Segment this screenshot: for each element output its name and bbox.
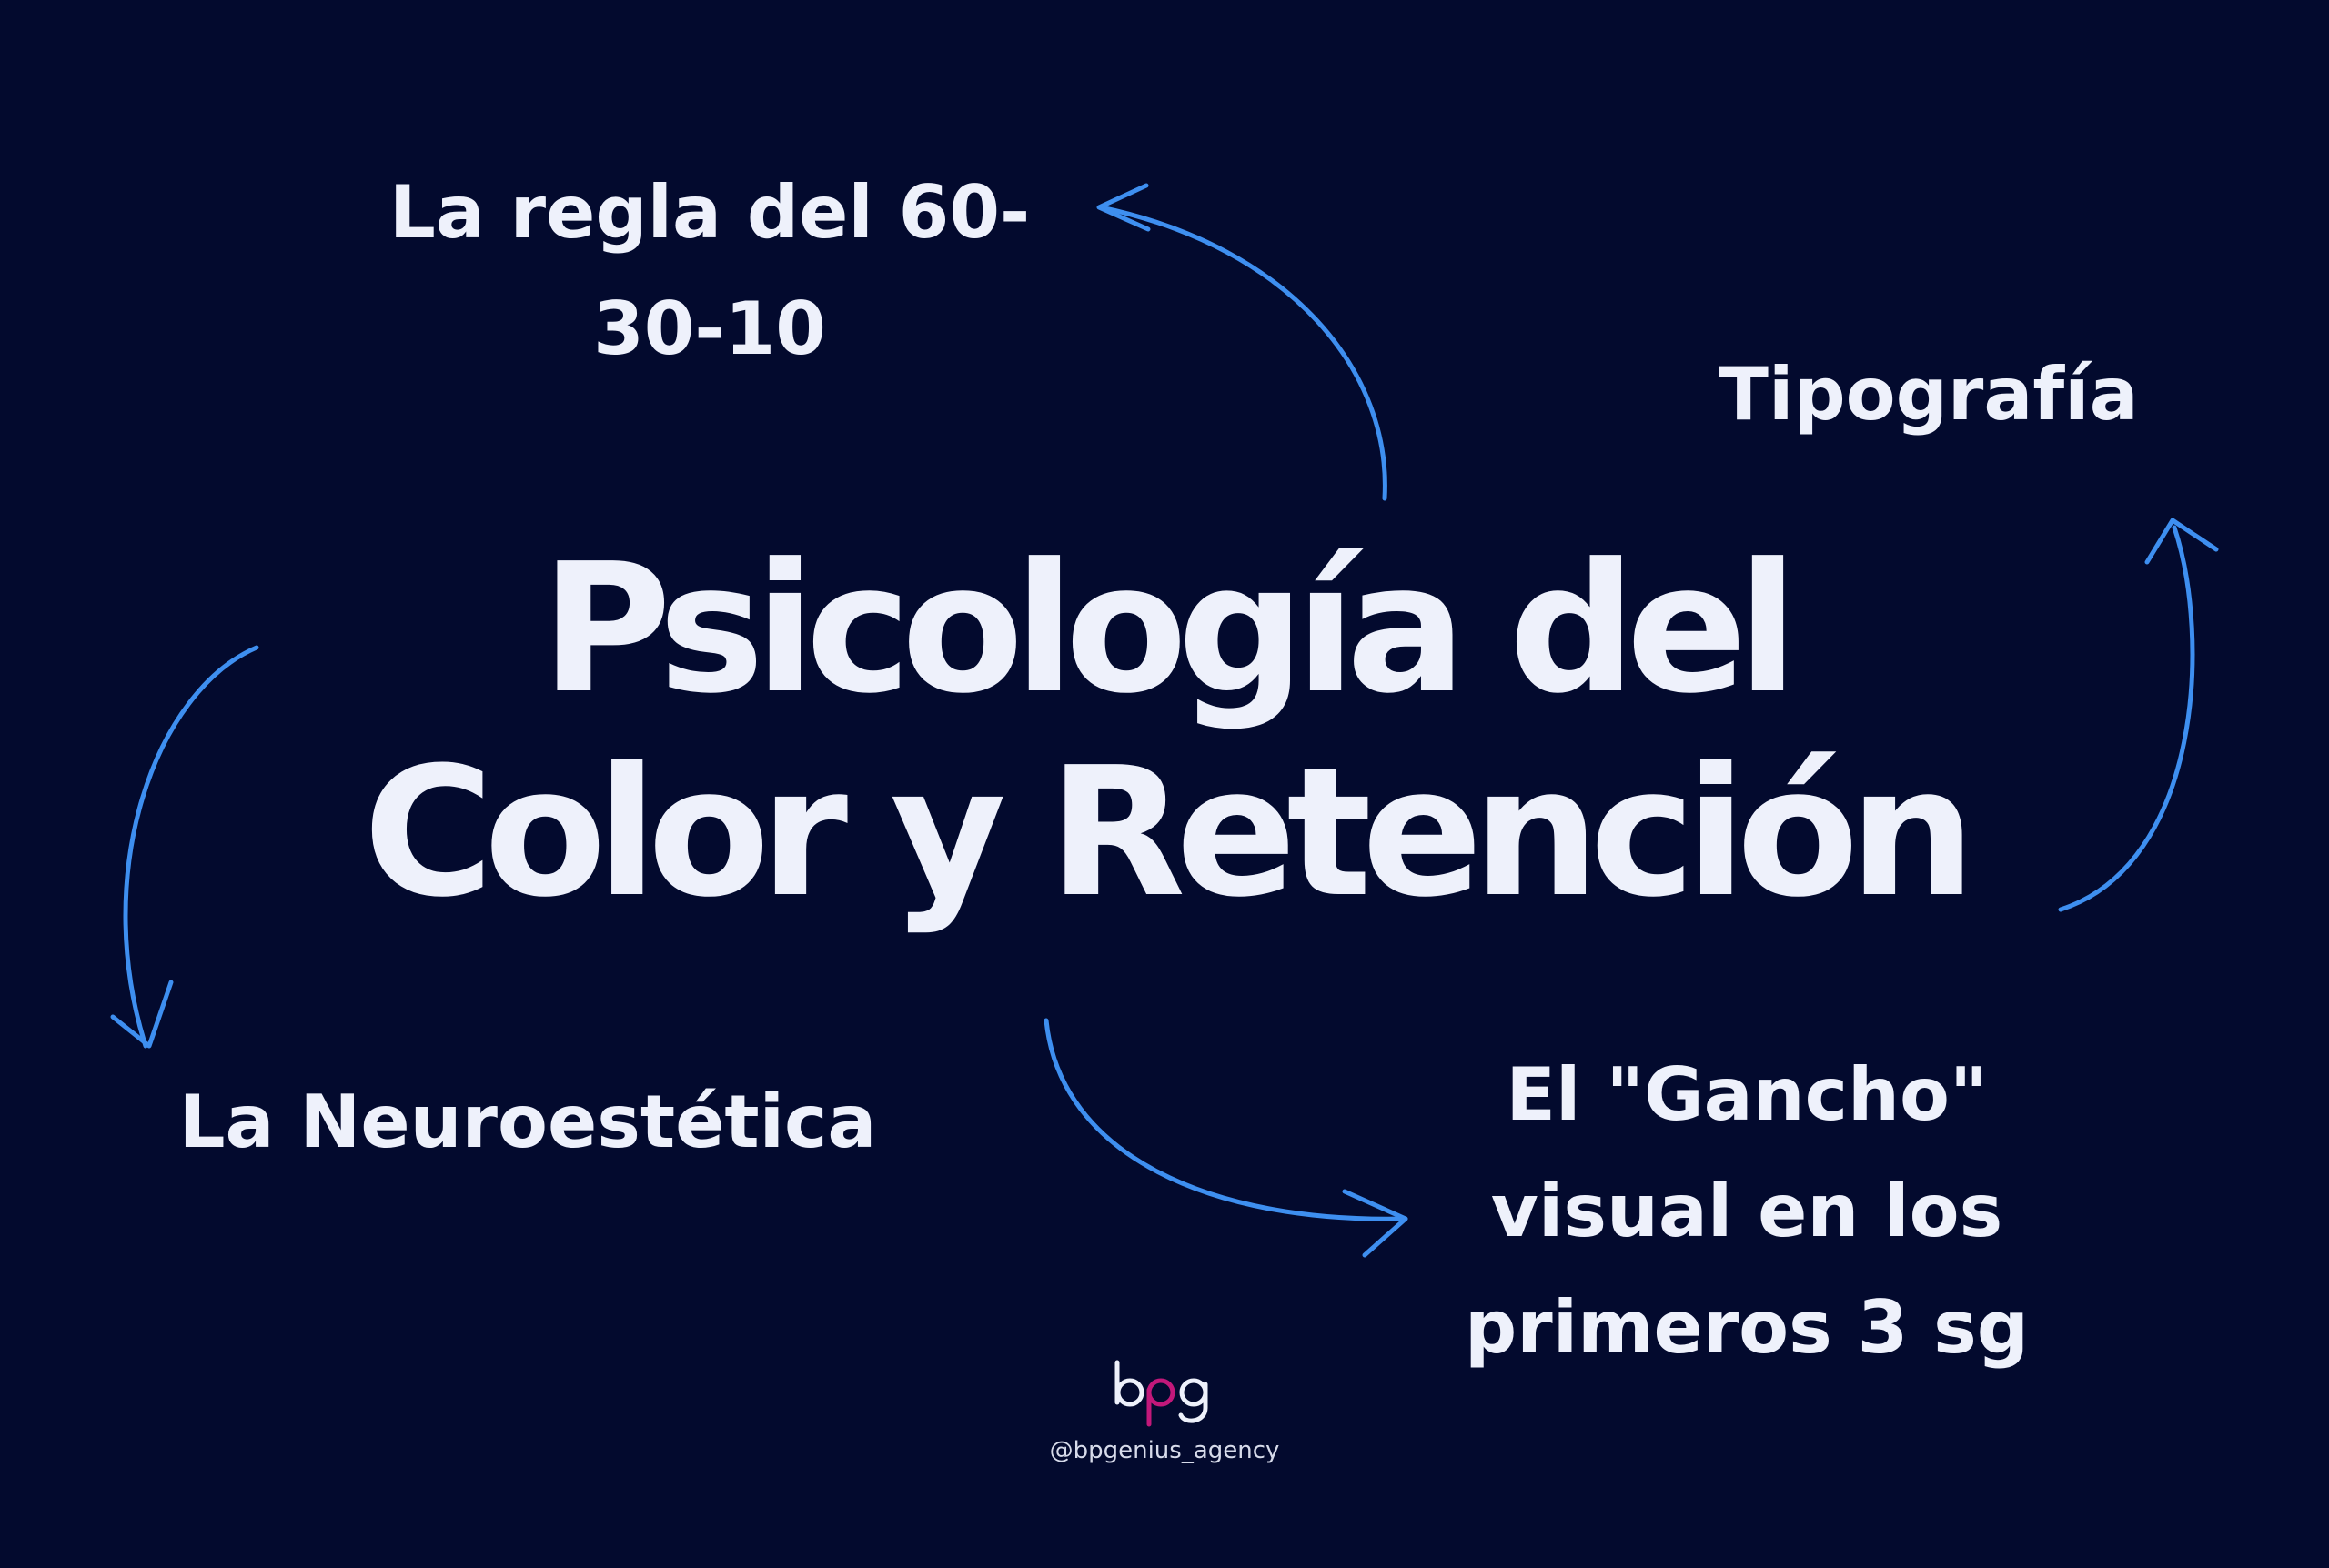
central-title-line-2: Color y Retención (363, 729, 1976, 937)
node-visual-hook: El "Gancho" visual en los primeros 3 sg (1464, 1052, 2030, 1370)
arrow-to-neuro (110, 645, 259, 1049)
bpg-logo-icon (1114, 1360, 1208, 1427)
arrow-to-typography (2058, 518, 2219, 912)
node-neuroesthetics: La Neuroestética (178, 1080, 877, 1164)
arrow-to-hook (1044, 1018, 1408, 1258)
arrow-to-rule (1096, 183, 1387, 501)
central-title: Psicología del Color y Retención (182, 528, 2147, 935)
node-typography: Tipografía (1719, 352, 2139, 437)
brand-handle: @bpgenius_agency (1049, 1437, 1280, 1464)
central-title-line-1: Psicología del (540, 526, 1798, 733)
node-rule-60-30-10: La regla del 60- 30-10 (388, 170, 1031, 371)
